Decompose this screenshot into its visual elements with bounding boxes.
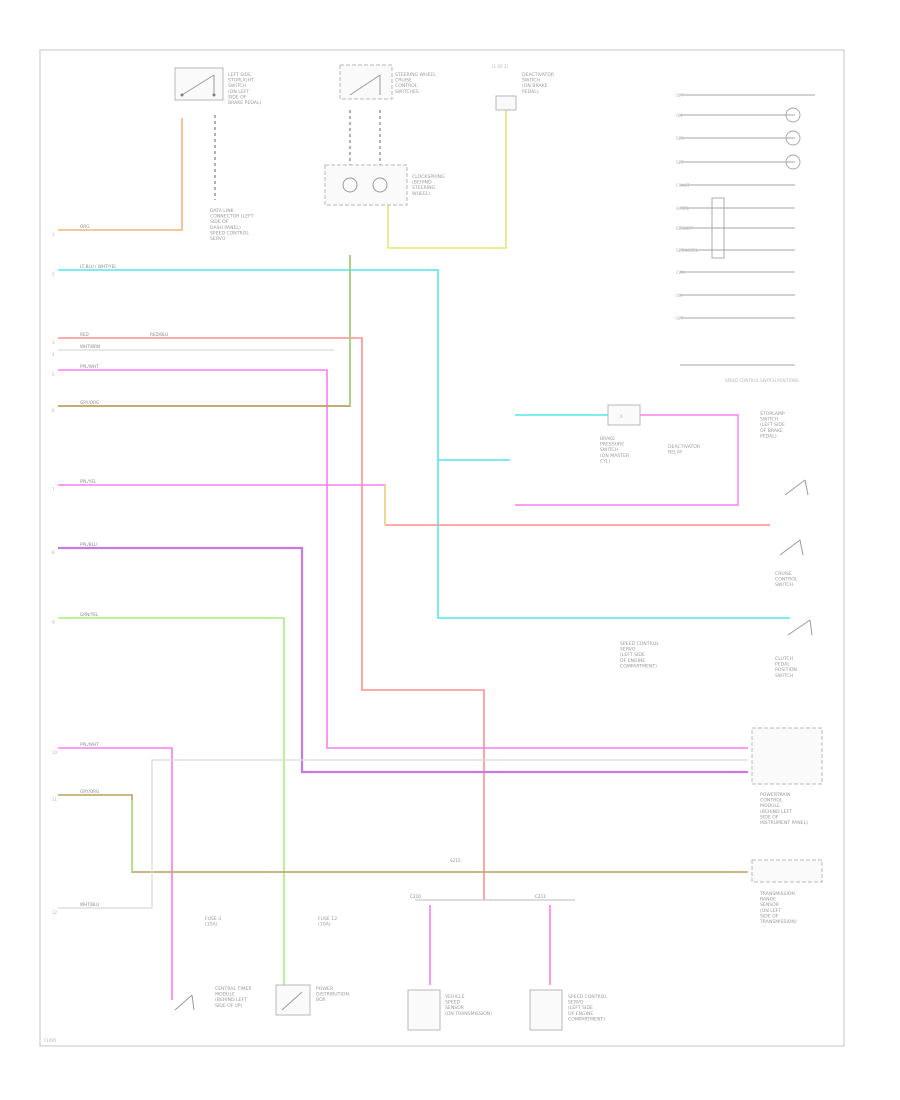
wire-label-wht-blu: WHT/BLU xyxy=(80,902,99,907)
inset-row-3: SET xyxy=(676,160,684,165)
inset-row-1: ON xyxy=(676,113,682,118)
pin-top-note: (1 OF 2) xyxy=(492,64,509,69)
svg-text:X: X xyxy=(620,414,623,419)
svg-text:5: 5 xyxy=(52,372,55,377)
inset-row-4: COAST xyxy=(676,183,690,188)
wire-cyan xyxy=(58,269,790,619)
wire-label-gry-org: GRY/ORG xyxy=(80,400,99,405)
wire-magenta-3 xyxy=(58,747,173,1000)
brake-pressure-sensor: X xyxy=(607,404,641,426)
clockspring xyxy=(324,164,408,206)
svg-text:8: 8 xyxy=(52,550,55,555)
wire-label-red-blu: RED/BLU xyxy=(150,332,168,337)
connector-d-label: C211 xyxy=(535,894,546,899)
wire-red xyxy=(58,337,485,900)
wire-label-ppl-yel: PPL/YEL xyxy=(80,479,97,484)
wire-label-grn-yel: GRN/YEL xyxy=(80,612,99,617)
inset-row-5: ACCEL xyxy=(676,206,690,211)
inset-row-6: RES/OFF xyxy=(676,226,694,231)
wire-purple xyxy=(58,546,748,774)
wire-label-ppl-wht: PPL/WHT xyxy=(80,364,99,369)
inset-row-0: OFF xyxy=(676,93,684,98)
wire-magenta-2 xyxy=(58,484,386,525)
wire-label-cyan: LT BLU / WHT/YEL xyxy=(80,264,117,269)
diagram-frame xyxy=(39,49,845,1047)
svg-text:2: 2 xyxy=(52,272,55,277)
clutch-switch xyxy=(787,619,813,636)
svg-text:6: 6 xyxy=(52,408,55,413)
splice-label: S215 xyxy=(450,858,461,863)
inset-row-9: ON xyxy=(676,293,682,298)
inset-row-2: RES xyxy=(676,136,684,141)
wire-label-orange: ORG xyxy=(80,224,89,229)
svg-text:9: 9 xyxy=(52,620,55,625)
wire-orange xyxy=(58,118,183,231)
connector-c-label: C210 xyxy=(410,894,421,899)
wire-magenta-4 xyxy=(515,414,739,506)
wire-label-red: RED xyxy=(80,332,89,337)
power-relay xyxy=(275,984,311,1016)
svg-text:12: 12 xyxy=(52,910,58,915)
svg-text:11: 11 xyxy=(52,797,58,802)
wire-olive-2 xyxy=(58,794,748,873)
wire-label-ppl-blu: PPL/BLU xyxy=(80,542,97,547)
stoplamp-switch xyxy=(784,479,809,496)
fuse-b-label: FUSE 12(10A) xyxy=(318,916,337,928)
left-pin-markers: 1 2 3 4 5 6 7 8 9 10 11 12 xyxy=(52,232,58,915)
fuse-a-label: FUSE 3(15A) xyxy=(205,916,221,928)
deactivator-switch xyxy=(495,95,517,111)
wire-magenta-1 xyxy=(58,369,748,749)
footer-code: F1995 xyxy=(44,1038,57,1043)
cruise-control-switch xyxy=(779,539,804,556)
steering-wheel-switch xyxy=(339,64,393,100)
powertrain-control-module xyxy=(751,727,823,785)
svg-text:10: 10 xyxy=(52,750,58,755)
svg-text:1: 1 xyxy=(52,232,55,237)
left-stoplight-switch xyxy=(174,67,224,101)
connector-c210 xyxy=(407,989,441,1031)
svg-text:3: 3 xyxy=(52,340,55,345)
wire-label-wht-brn: WHT/BRN xyxy=(80,344,100,349)
wire-gray-row11 xyxy=(58,759,748,909)
svg-text:7: 7 xyxy=(52,487,55,492)
inset-row-8: CAN xyxy=(676,270,685,275)
transmission-range-sensor xyxy=(751,859,823,883)
wire-yellow-top xyxy=(387,110,507,249)
switch-position-inset: OFF ON RES SET COAST ACCEL RES/OFF SET/A… xyxy=(676,93,815,383)
cruise-switch-bottom xyxy=(174,994,195,1011)
wire-label-ppl-wht-2: PPL/WHT xyxy=(80,742,99,747)
inset-row-7: SET/ACCEL xyxy=(676,248,699,253)
wire-olive-1 xyxy=(58,255,351,407)
inset-title: SPEED CONTROL SWITCH POSITIONS xyxy=(725,378,799,383)
inset-row-10: OFF xyxy=(676,316,684,321)
connector-c211 xyxy=(529,989,563,1031)
svg-text:4: 4 xyxy=(52,352,55,357)
wire-label-gry-org-2: GRY/ORG xyxy=(80,789,99,794)
wire-green xyxy=(58,617,285,1000)
